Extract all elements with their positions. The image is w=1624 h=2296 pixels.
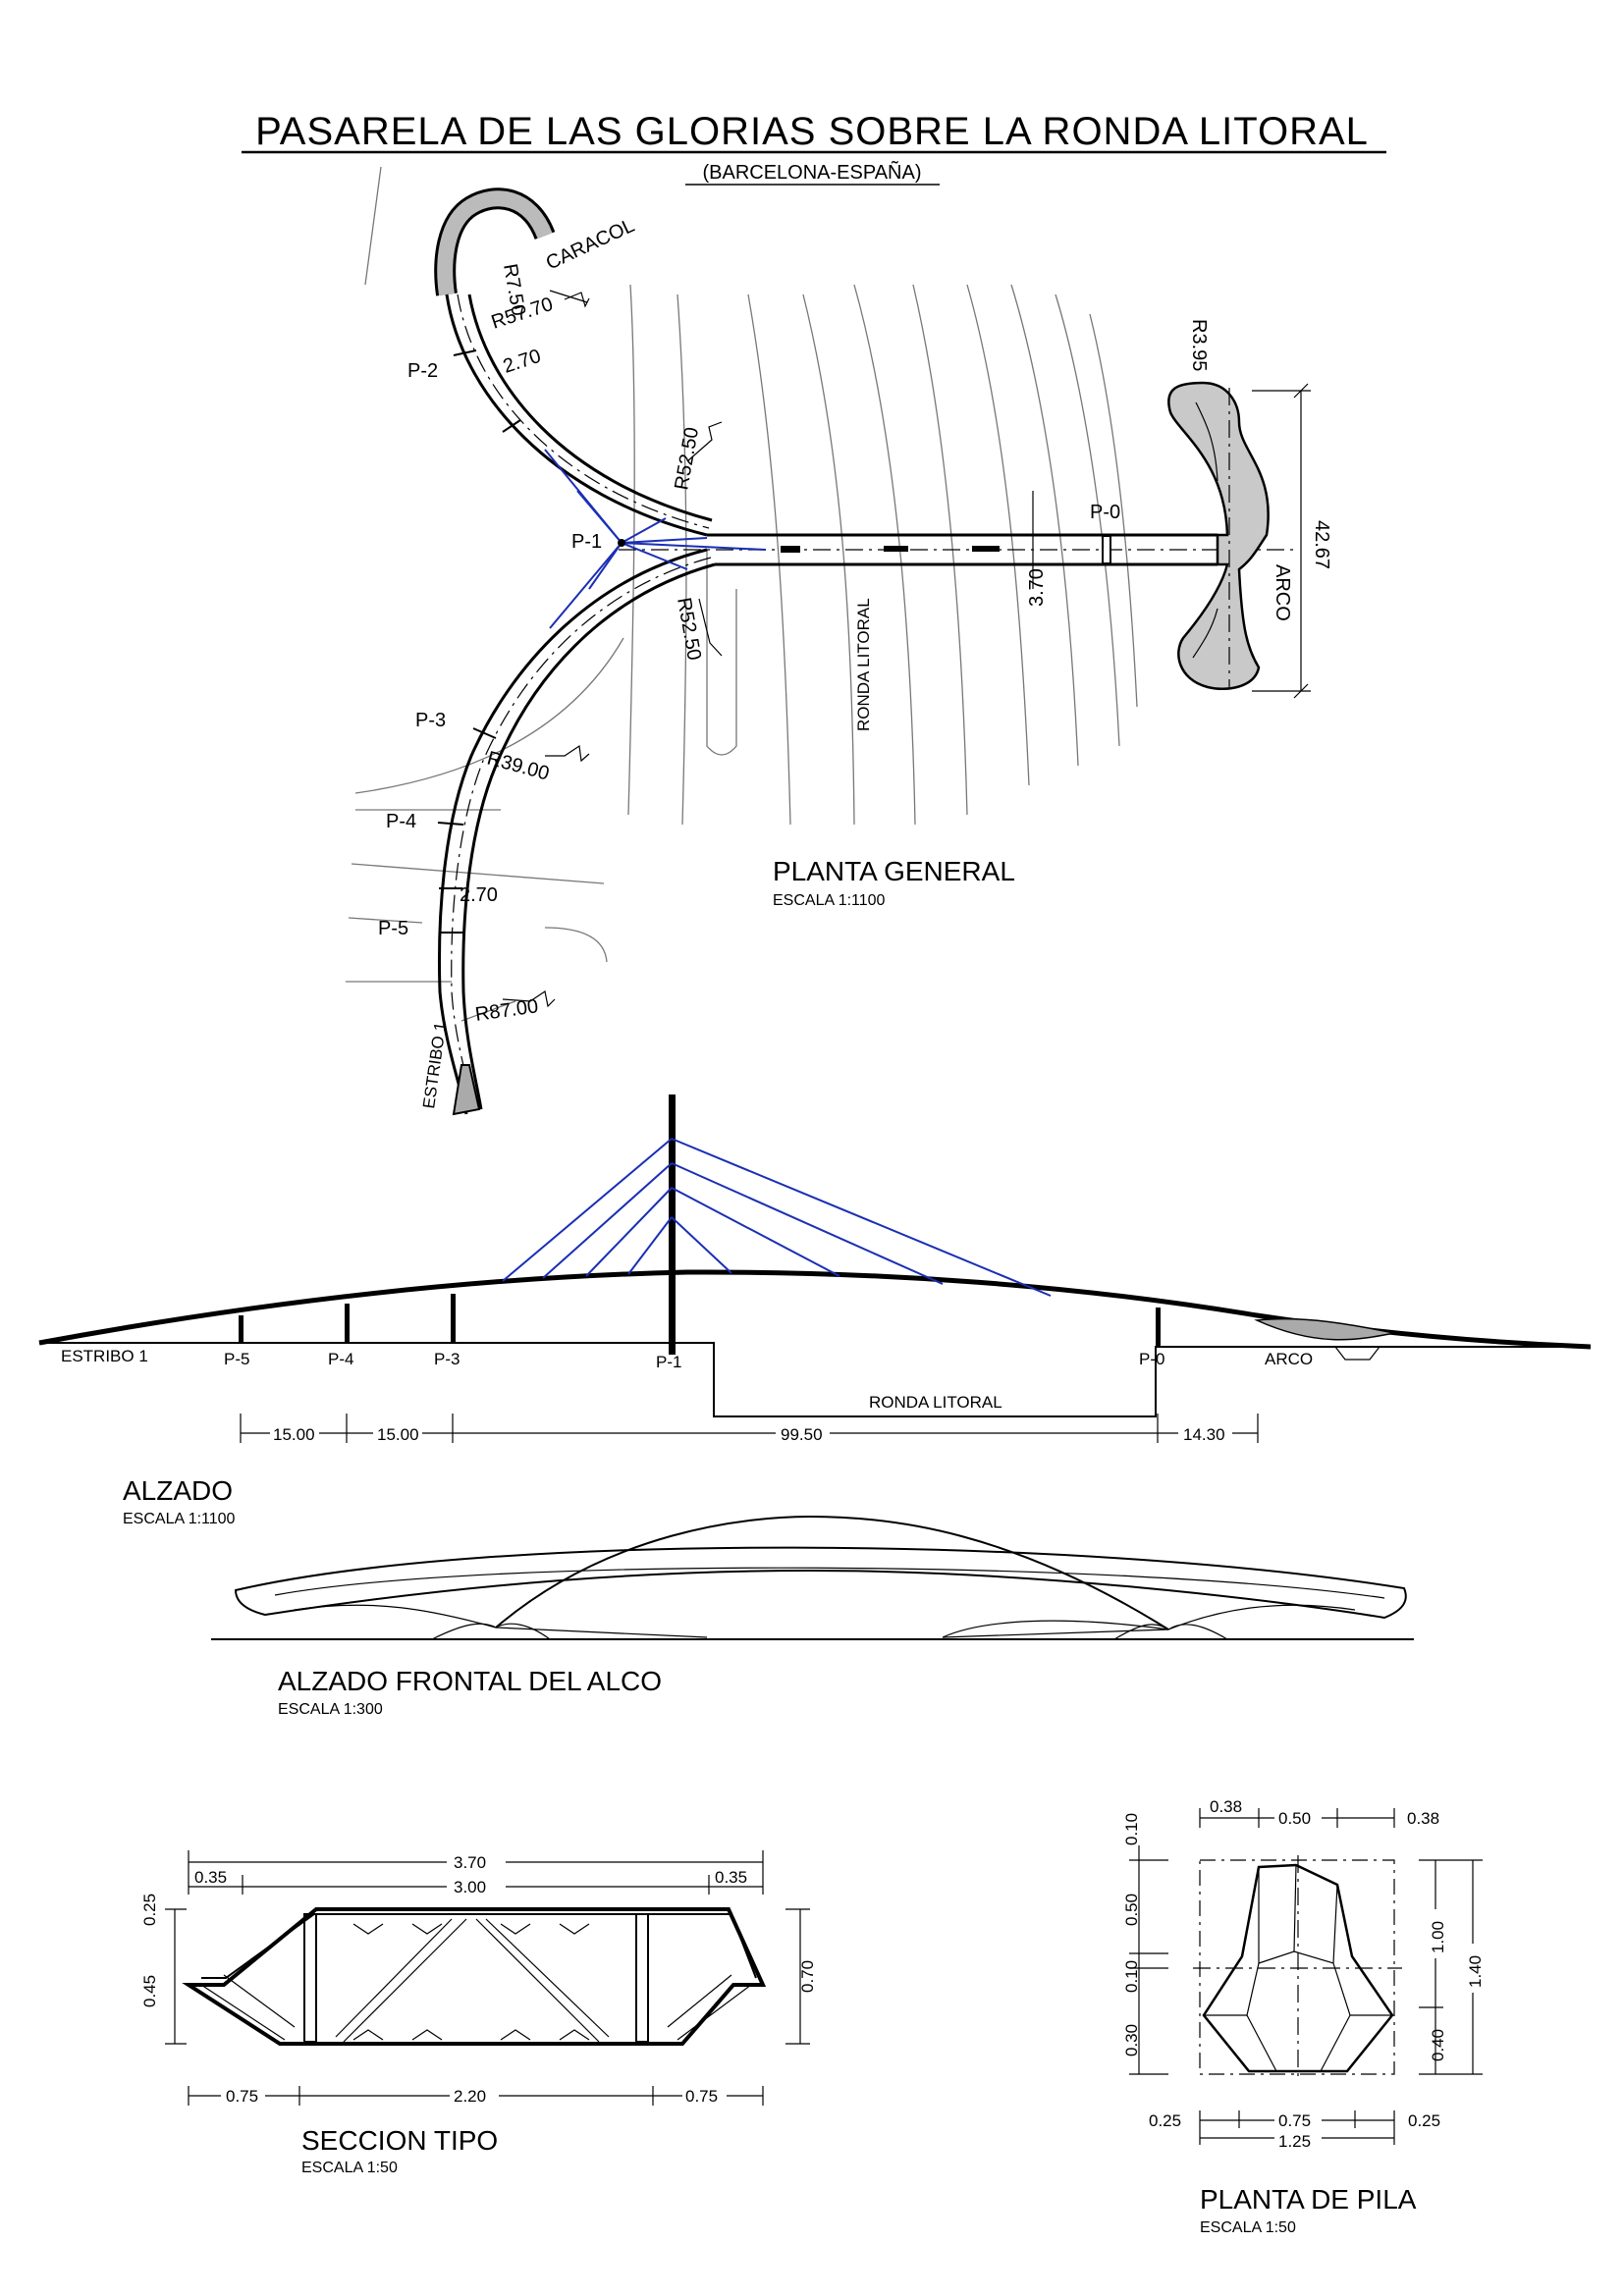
caracol-branch xyxy=(434,187,713,537)
elev-label-arco: ARCO xyxy=(1265,1350,1313,1368)
pier-dim-right-upper: 1.00 xyxy=(1429,1921,1447,1953)
pier-dim-left-1: 0.10 xyxy=(1122,1813,1141,1845)
elev-label-p1: P-1 xyxy=(656,1353,681,1371)
plan-label-ronda-litoral: RONDA LITORAL xyxy=(854,598,873,731)
plan-label-deck-width: 3.70 xyxy=(1026,568,1048,607)
plan-label-p5: P-5 xyxy=(378,918,408,939)
estribo-branch xyxy=(437,548,716,1116)
pier-p4 xyxy=(345,1304,350,1343)
elevation-view: ESTRIBO 1 P-5 P-4 P-3 P-1 RONDA LITORAL … xyxy=(38,1095,1592,1527)
elev-dim-p5-p4: 15.00 xyxy=(273,1425,315,1444)
pier-dim-top-right: 0.38 xyxy=(1407,1809,1439,1828)
arco-plan xyxy=(1167,381,1311,699)
sheet-title: PASARELA DE LAS GLORIAS SOBRE LA RONDA L… xyxy=(255,110,1369,153)
pier-dim-top-center: 0.50 xyxy=(1278,1809,1311,1828)
pier-dim-bottom-right: 0.25 xyxy=(1408,2111,1440,2130)
pier-title: PLANTA DE PILA xyxy=(1200,2184,1417,2215)
pier-p3 xyxy=(451,1294,456,1343)
front-elevation-view: ALZADO FRONTAL DEL ALCO ESCALA 1:300 xyxy=(211,1515,1414,1718)
plan-label-r3900: R39.00 xyxy=(485,748,552,785)
pier-dim-left-4: 0.30 xyxy=(1122,2024,1141,2056)
pier-p5 xyxy=(239,1315,244,1343)
section-dimensions: 3.70 0.35 3.00 0.35 0.25 0.45 0.70 0.75 xyxy=(140,1850,817,2106)
plan-cables xyxy=(544,449,767,629)
section-dim-edge-depth: 0.45 xyxy=(140,1975,159,2007)
elev-dim-p0-arco: 14.30 xyxy=(1183,1425,1225,1444)
section-dim-right-overhang: 0.35 xyxy=(715,1868,747,1887)
pier-plan-view: 0.38 0.50 0.38 0.10 0.50 0.10 0.30 1.00 … xyxy=(1122,1797,1485,2236)
front-scale: ESCALA 1:300 xyxy=(278,1701,383,1718)
section-scale: ESCALA 1:50 xyxy=(301,2160,398,2176)
plan-label-r5250-lower: R52.50 xyxy=(673,596,705,662)
pier-dim-top-left: 0.38 xyxy=(1210,1797,1242,1816)
section-dim-top-depth: 0.25 xyxy=(140,1894,159,1926)
road-lines xyxy=(346,166,1138,1022)
plan-label-r8700: R87.00 xyxy=(474,995,540,1026)
pier-p0 xyxy=(1156,1308,1161,1347)
plan-label-arco: ARCO xyxy=(1272,564,1293,621)
main-deck-plan xyxy=(619,533,1296,566)
plan-label-arco-width: 42.67 xyxy=(1311,520,1332,569)
pier-dim-left-3: 0.10 xyxy=(1122,1960,1141,1993)
elevation-title: ALZADO xyxy=(123,1475,233,1506)
plan-label-p2: P-2 xyxy=(407,360,438,382)
elev-label-estribo: ESTRIBO 1 xyxy=(61,1347,148,1365)
section-dim-bottom-center: 2.20 xyxy=(454,2087,486,2106)
section-dim-total-depth: 0.70 xyxy=(798,1960,817,1993)
plan-label-p0: P-0 xyxy=(1090,502,1120,523)
pier-scale: ESCALA 1:50 xyxy=(1200,2219,1296,2236)
plan-label-r5250-upper: R52.50 xyxy=(671,426,703,492)
plan-label-p4: P-4 xyxy=(386,811,416,832)
pier-dim-bottom-center: 0.75 xyxy=(1278,2111,1311,2130)
section-title: SECCION TIPO xyxy=(301,2125,498,2156)
sheet-subtitle: (BARCELONA-ESPAÑA) xyxy=(702,160,921,184)
plan-label-r395: R3.95 xyxy=(1188,319,1210,371)
elev-dim-p4-p3: 15.00 xyxy=(377,1425,419,1444)
section-view: 3.70 0.35 3.00 0.35 0.25 0.45 0.70 0.75 xyxy=(140,1850,817,2176)
pier-dim-left-2: 0.50 xyxy=(1122,1894,1141,1926)
elev-label-p4: P-4 xyxy=(328,1350,353,1368)
section-dim-bottom-right: 0.75 xyxy=(685,2087,718,2106)
pylon xyxy=(669,1095,676,1355)
plan-scale: ESCALA 1:1100 xyxy=(773,892,886,909)
elev-label-p0: P-0 xyxy=(1139,1350,1164,1368)
plan-label-p3: P-3 xyxy=(415,710,446,731)
elev-label-ronda: RONDA LITORAL xyxy=(869,1393,1002,1412)
plan-view: CARACOL R7.50 R57.70 2.70 P-2 R52.50 P-1… xyxy=(346,166,1332,1116)
plan-label-p1: P-1 xyxy=(571,531,602,553)
plan-label-width-upper: 2.70 xyxy=(501,346,544,378)
pier-dim-bottom-total: 1.25 xyxy=(1278,2132,1311,2151)
elev-label-p5: P-5 xyxy=(224,1350,249,1368)
section-dim-total-width: 3.70 xyxy=(454,1853,486,1872)
header: PASARELA DE LAS GLORIAS SOBRE LA RONDA L… xyxy=(242,110,1386,186)
plan-leaders xyxy=(502,290,1034,1008)
elevation-scale: ESCALA 1:1100 xyxy=(123,1511,236,1527)
pier-dim-right-lower: 0.40 xyxy=(1429,2029,1447,2061)
plan-label-estribo: ESTRIBO 1 xyxy=(419,1021,450,1110)
pier-dimensions: 0.38 0.50 0.38 0.10 0.50 0.10 0.30 1.00 … xyxy=(1122,1797,1485,2151)
pier-dim-bottom-left: 0.25 xyxy=(1149,2111,1181,2130)
pier-dim-right-total: 1.40 xyxy=(1466,1955,1485,1988)
section-dim-bottom-left: 0.75 xyxy=(226,2087,258,2106)
plan-label-caracol: CARACOL xyxy=(543,215,638,275)
elev-dim-p3-p0: 99.50 xyxy=(781,1425,823,1444)
front-title: ALZADO FRONTAL DEL ALCO xyxy=(278,1666,662,1696)
elev-label-p3: P-3 xyxy=(434,1350,460,1368)
elevation-dimensions: 15.00 15.00 99.50 14.30 xyxy=(240,1414,1259,1444)
section-dim-left-overhang: 0.35 xyxy=(194,1868,227,1887)
plan-title: PLANTA GENERAL xyxy=(773,856,1015,886)
section-dim-walk-width: 3.00 xyxy=(454,1878,486,1896)
plan-label-width-lower: 2.70 xyxy=(460,884,498,906)
elevation-cables xyxy=(502,1138,1052,1297)
